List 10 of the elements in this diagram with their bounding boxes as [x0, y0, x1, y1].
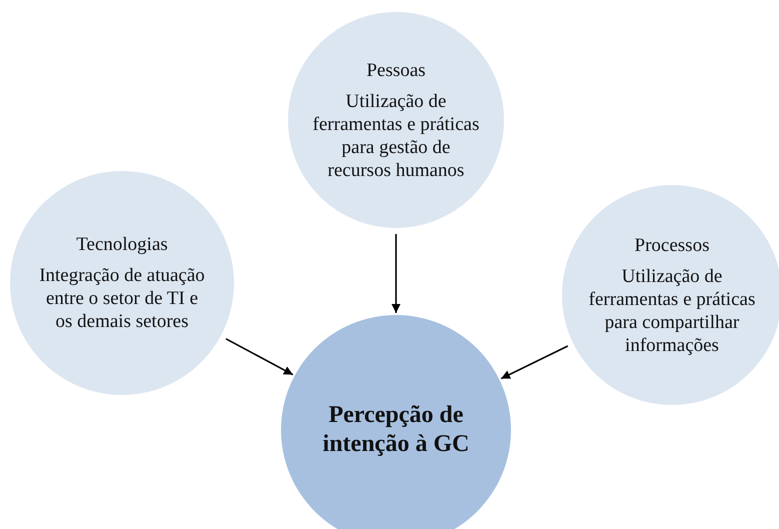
node-heading: Tecnologias — [76, 233, 168, 256]
arrow — [226, 338, 294, 376]
node-text: Utilização de ferramentas e práticas para compartilhar informações — [588, 264, 756, 356]
node-heading: Pessoas — [366, 58, 426, 82]
node-text: Utilização de ferramentas e práticas para gestão de recursos humanos — [312, 90, 480, 182]
node-heading: Processos — [634, 234, 710, 256]
node-text: Integração de atuação entre o setor de TI e os demais setores — [38, 264, 206, 333]
arrow — [392, 234, 400, 313]
arrow — [500, 345, 568, 380]
node-text: Percepção de intenção à GC — [322, 401, 470, 459]
